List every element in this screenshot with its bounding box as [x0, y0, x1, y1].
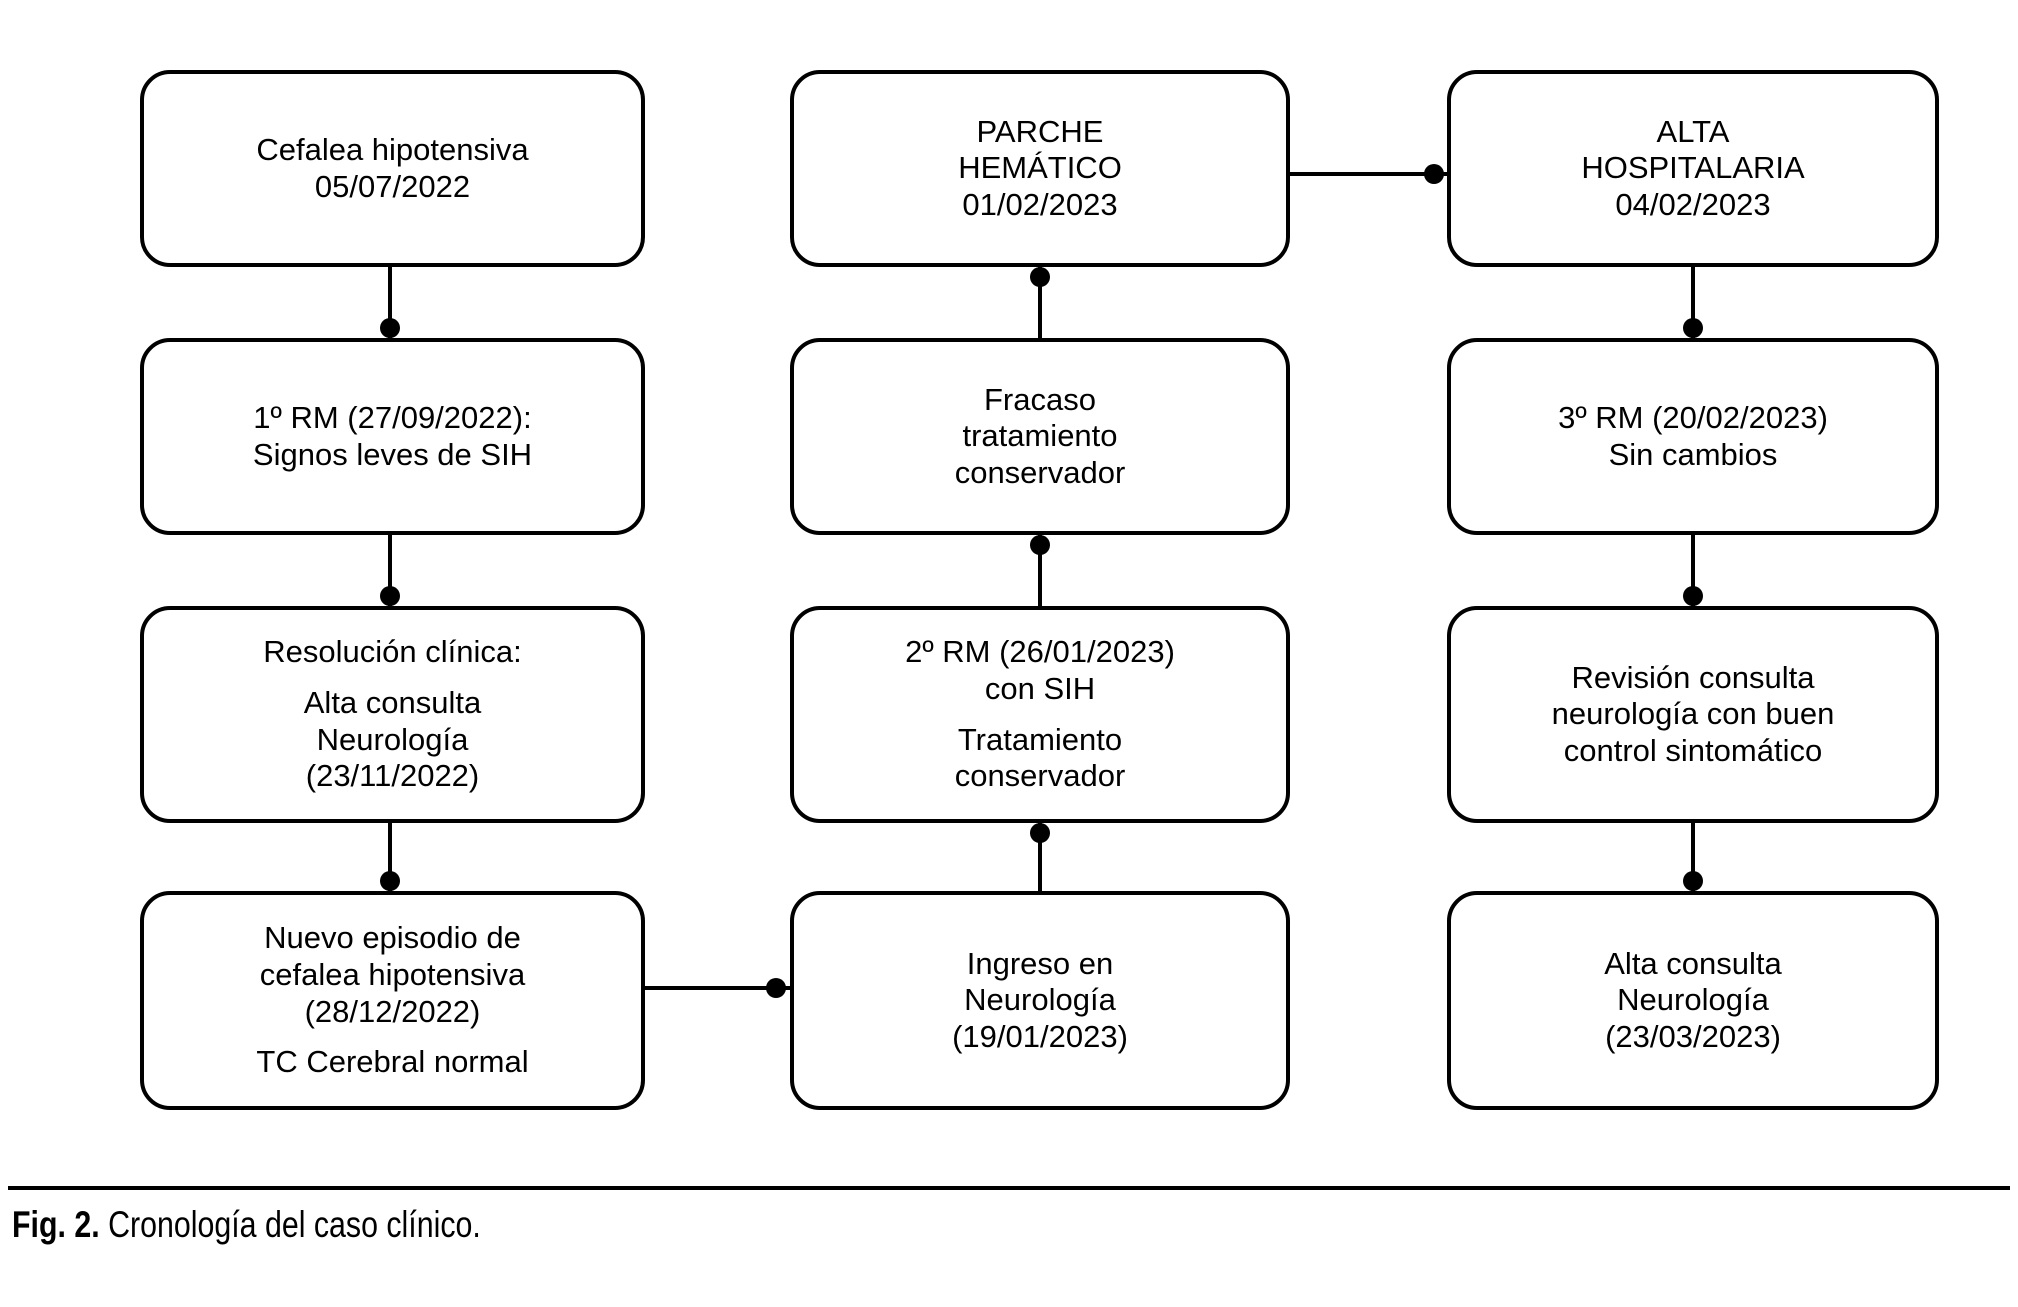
node-text: Ingreso en Neurología (19/01/2023): [952, 945, 1128, 1054]
connector-ingreso-to-segunda-rm: [1038, 821, 1042, 893]
node-parche-hematico: PARCHE HEMÁTICO 01/02/2023: [790, 70, 1290, 267]
connector-endpoint-dot: [380, 871, 400, 891]
node-ingreso-neurologia: Ingreso en Neurología (19/01/2023): [790, 891, 1290, 1110]
connector-nuevo-episodio-to-ingreso: [645, 986, 790, 990]
node-text: Fracaso tratamiento conservador: [954, 381, 1126, 490]
node-tercera-rm: 3º RM (20/02/2023) Sin cambios: [1447, 338, 1939, 535]
node-text: Revisión consulta neurología con buen co…: [1551, 659, 1835, 768]
connector-cefalea-to-primera-rm: [388, 265, 392, 340]
node-fracaso-tratamiento: Fracaso tratamiento conservador: [790, 338, 1290, 535]
node-text: 3º RM (20/02/2023) Sin cambios: [1558, 399, 1828, 472]
connector-endpoint-dot: [1424, 164, 1444, 184]
node-text: 1º RM (27/09/2022): Signos leves de SIH: [252, 399, 533, 472]
connector-endpoint-dot: [1030, 267, 1050, 287]
connector-segunda-rm-to-fracaso: [1038, 533, 1042, 608]
node-text: 2º RM (26/01/2023) con SIH: [905, 634, 1175, 706]
node-cefalea-hipotensiva: Cefalea hipotensiva 05/07/2022: [140, 70, 645, 267]
connector-parche-to-alta-hospitalaria: [1290, 172, 1447, 176]
node-text: Alta consulta Neurología (23/03/2023): [1604, 945, 1782, 1054]
figure-caption-label: Fig. 2.: [12, 1204, 100, 1245]
node-text: TC Cerebral normal: [256, 1044, 529, 1080]
node-segunda-rm: 2º RM (26/01/2023) con SIH Tratamiento c…: [790, 606, 1290, 823]
node-text: Alta consulta Neurología (23/11/2022): [303, 684, 482, 794]
caption-divider: [8, 1186, 2010, 1190]
connector-fracaso-to-parche: [1038, 265, 1042, 340]
connector-endpoint-dot: [766, 978, 786, 998]
figure-caption: Fig. 2. Cronología del caso clínico.: [12, 1204, 481, 1246]
connector-alta-hospitalaria-to-tercera-rm: [1691, 265, 1695, 340]
node-alta-hospitalaria: ALTA HOSPITALARIA 04/02/2023: [1447, 70, 1939, 267]
node-primera-rm: 1º RM (27/09/2022): Signos leves de SIH: [140, 338, 645, 535]
connector-endpoint-dot: [1683, 318, 1703, 338]
node-text: Resolución clínica:: [263, 634, 522, 670]
connector-endpoint-dot: [380, 586, 400, 606]
node-text: ALTA HOSPITALARIA 04/02/2023: [1581, 113, 1805, 222]
node-text: PARCHE HEMÁTICO 01/02/2023: [958, 113, 1122, 222]
node-revision-consulta: Revisión consulta neurología con buen co…: [1447, 606, 1939, 823]
figure-caption-text: Cronología del caso clínico.: [108, 1204, 481, 1245]
node-text: Cefalea hipotensiva 05/07/2022: [256, 131, 529, 204]
connector-revision-to-alta-consulta: [1691, 821, 1695, 893]
node-resolucion-clinica: Resolución clínica: Alta consulta Neurol…: [140, 606, 645, 823]
connector-endpoint-dot: [1030, 823, 1050, 843]
connector-primera-rm-to-resolucion: [388, 533, 392, 608]
connector-endpoint-dot: [1030, 535, 1050, 555]
connector-endpoint-dot: [380, 318, 400, 338]
connector-endpoint-dot: [1683, 871, 1703, 891]
node-text: Tratamiento conservador: [954, 721, 1126, 794]
node-alta-consulta-neurologia: Alta consulta Neurología (23/03/2023): [1447, 891, 1939, 1110]
connector-tercera-rm-to-revision: [1691, 533, 1695, 608]
node-nuevo-episodio: Nuevo episodio de cefalea hipotensiva (2…: [140, 891, 645, 1110]
node-text: Nuevo episodio de cefalea hipotensiva (2…: [259, 920, 526, 1029]
connector-endpoint-dot: [1683, 586, 1703, 606]
connector-resolucion-to-nuevo-episodio: [388, 821, 392, 893]
